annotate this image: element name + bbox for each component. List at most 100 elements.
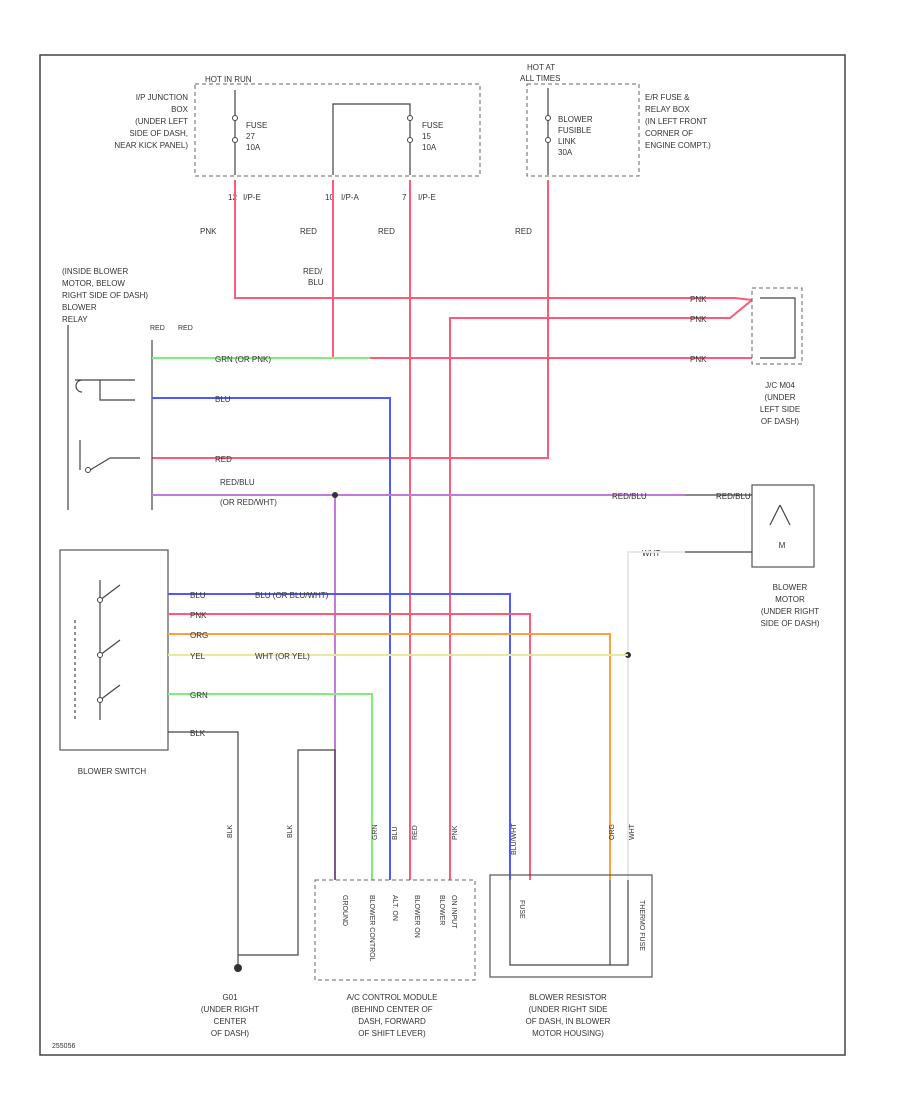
green-wire: GRN (OR PNK) xyxy=(152,355,370,364)
svg-text:BLOWER SWITCH: BLOWER SWITCH xyxy=(78,767,147,776)
svg-text:(BEHIND CENTER OF: (BEHIND CENTER OF xyxy=(351,1005,432,1014)
switch-wires: BLU BLU (OR BLU/WHT) PNK ORG YEL WHT (OR… xyxy=(168,591,628,970)
svg-text:OF DASH, IN BLOWER: OF DASH, IN BLOWER xyxy=(526,1017,611,1026)
svg-text:BLU: BLU xyxy=(392,826,399,840)
svg-text:(UNDER RIGHT: (UNDER RIGHT xyxy=(761,607,819,616)
svg-text:I/P-E: I/P-E xyxy=(243,193,261,202)
svg-text:PNK: PNK xyxy=(452,825,459,840)
fuse-15-label: FUSE xyxy=(422,121,443,130)
svg-text:BLOWER: BLOWER xyxy=(773,583,808,592)
svg-text:BLK: BLK xyxy=(190,729,206,738)
svg-text:BLOWER RESISTOR: BLOWER RESISTOR xyxy=(529,993,607,1002)
svg-text:BLK: BLK xyxy=(227,824,234,838)
svg-text:(IN LEFT FRONT: (IN LEFT FRONT xyxy=(645,117,707,126)
svg-text:J/C M04: J/C M04 xyxy=(765,381,795,390)
svg-text:WHT: WHT xyxy=(629,823,636,840)
svg-text:ORG: ORG xyxy=(190,631,208,640)
svg-text:BLU: BLU xyxy=(190,591,206,600)
svg-text:15: 15 xyxy=(422,132,431,141)
svg-text:FUSE: FUSE xyxy=(518,900,525,919)
svg-text:CENTER: CENTER xyxy=(214,1017,247,1026)
svg-text:RED/: RED/ xyxy=(303,267,323,276)
blower-relay: (INSIDE BLOWER MOTOR, BELOW RIGHT SIDE O… xyxy=(62,267,193,510)
svg-text:RED/BLU: RED/BLU xyxy=(220,478,255,487)
svg-text:30A: 30A xyxy=(558,148,573,157)
svg-text:ORG: ORG xyxy=(609,824,616,840)
svg-text:BLOWER CONTROL: BLOWER CONTROL xyxy=(368,895,375,962)
svg-text:HOT IN RUN: HOT IN RUN xyxy=(205,75,252,84)
fuse-27-label: FUSE xyxy=(246,121,267,130)
svg-text:PNK: PNK xyxy=(690,355,707,364)
svg-text:OF DASH): OF DASH) xyxy=(761,417,800,426)
svg-text:SIDE OF DASH,: SIDE OF DASH, xyxy=(129,129,188,138)
svg-text:BLU: BLU xyxy=(308,278,324,287)
junction-box: HOT IN RUN I/P JUNCTION BOX (UNDER LEFT … xyxy=(114,75,481,177)
diagram-id: 255056 xyxy=(52,1043,75,1050)
svg-text:RELAY BOX: RELAY BOX xyxy=(645,105,690,114)
svg-text:BLOWER ON: BLOWER ON xyxy=(413,895,420,938)
svg-text:THERMO FUSE: THERMO FUSE xyxy=(638,900,645,951)
svg-text:BLOWER: BLOWER xyxy=(558,115,593,124)
svg-text:CORNER OF: CORNER OF xyxy=(645,129,693,138)
svg-text:BLU/WHT: BLU/WHT xyxy=(511,823,518,855)
blower-resistor: FUSE THERMO FUSE BLOWER RESISTOR (UNDER … xyxy=(489,874,653,1038)
purple-wire: RED/BLU (OR RED/WHT) RED/BLU xyxy=(152,478,685,880)
svg-text:12: 12 xyxy=(228,193,237,202)
svg-text:7: 7 xyxy=(402,193,407,202)
svg-text:BLK: BLK xyxy=(287,824,294,838)
svg-text:GRN: GRN xyxy=(372,824,379,840)
svg-text:(UNDER RIGHT: (UNDER RIGHT xyxy=(201,1005,259,1014)
svg-text:WHT (OR YEL): WHT (OR YEL) xyxy=(255,652,310,661)
wire-label-pnk: PNK xyxy=(200,227,217,236)
svg-text:BLOWER: BLOWER xyxy=(438,895,445,925)
svg-text:RED: RED xyxy=(378,227,395,236)
svg-text:ALT. ON: ALT. ON xyxy=(391,895,398,921)
svg-text:RED/BLU: RED/BLU xyxy=(716,492,751,501)
svg-text:DASH, FORWARD: DASH, FORWARD xyxy=(358,1017,426,1026)
svg-text:FUSIBLE: FUSIBLE xyxy=(558,126,591,135)
svg-text:RED: RED xyxy=(150,325,165,332)
blower-switch: BLOWER SWITCH xyxy=(59,549,169,776)
svg-text:LINK: LINK xyxy=(558,137,576,146)
svg-text:RED/BLU: RED/BLU xyxy=(612,492,647,501)
svg-text:NEAR KICK PANEL): NEAR KICK PANEL) xyxy=(114,141,188,150)
vertical-wire-labels: GRN BLU RED PNK BLU/WHT ORG WHT xyxy=(372,823,636,855)
svg-text:I/P-E: I/P-E xyxy=(418,193,436,202)
svg-text:BLU (OR BLU/WHT): BLU (OR BLU/WHT) xyxy=(255,591,329,600)
svg-text:MOTOR, BELOW: MOTOR, BELOW xyxy=(62,279,125,288)
svg-text:ALL TIMES: ALL TIMES xyxy=(520,74,560,83)
svg-text:G01: G01 xyxy=(222,993,238,1002)
svg-text:10: 10 xyxy=(325,193,334,202)
white-wire xyxy=(627,551,685,880)
svg-text:RED: RED xyxy=(300,227,317,236)
svg-text:BOX: BOX xyxy=(171,105,189,114)
motor-icon: M xyxy=(779,541,786,550)
svg-text:SIDE OF DASH): SIDE OF DASH) xyxy=(760,619,819,628)
diagram-frame xyxy=(39,54,846,1056)
svg-text:(UNDER: (UNDER xyxy=(764,393,795,402)
svg-text:MOTOR: MOTOR xyxy=(775,595,805,604)
svg-text:(UNDER RIGHT SIDE: (UNDER RIGHT SIDE xyxy=(529,1005,608,1014)
svg-text:10A: 10A xyxy=(246,143,261,152)
svg-text:WHT: WHT xyxy=(642,549,660,558)
svg-text:YEL: YEL xyxy=(190,652,206,661)
svg-text:(UNDER LEFT: (UNDER LEFT xyxy=(135,117,188,126)
svg-text:RED: RED xyxy=(515,227,532,236)
svg-text:RELAY: RELAY xyxy=(62,315,88,324)
svg-text:PNK: PNK xyxy=(690,315,707,324)
svg-text:GRN (OR PNK): GRN (OR PNK) xyxy=(215,355,271,364)
svg-text:GROUND: GROUND xyxy=(341,895,348,926)
svg-text:OF SHIFT LEVER): OF SHIFT LEVER) xyxy=(358,1029,426,1038)
svg-text:I/P-A: I/P-A xyxy=(341,193,359,202)
joint-connector: J/C M04 (UNDER LEFT SIDE OF DASH) xyxy=(751,287,803,426)
svg-text:A/C CONTROL MODULE: A/C CONTROL MODULE xyxy=(347,993,438,1002)
svg-text:RED: RED xyxy=(178,325,193,332)
svg-text:(INSIDE BLOWER: (INSIDE BLOWER xyxy=(62,267,128,276)
ground-icon xyxy=(234,964,242,972)
svg-text:BLOWER: BLOWER xyxy=(62,303,97,312)
svg-text:27: 27 xyxy=(246,132,255,141)
ground-point: G01 (UNDER RIGHT CENTER OF DASH) BLK BLK xyxy=(201,749,336,1038)
ac-control-module: GROUND BLOWER CONTROL ALT. ON BLOWER ON … xyxy=(314,879,476,1038)
svg-text:BLU: BLU xyxy=(215,395,231,404)
